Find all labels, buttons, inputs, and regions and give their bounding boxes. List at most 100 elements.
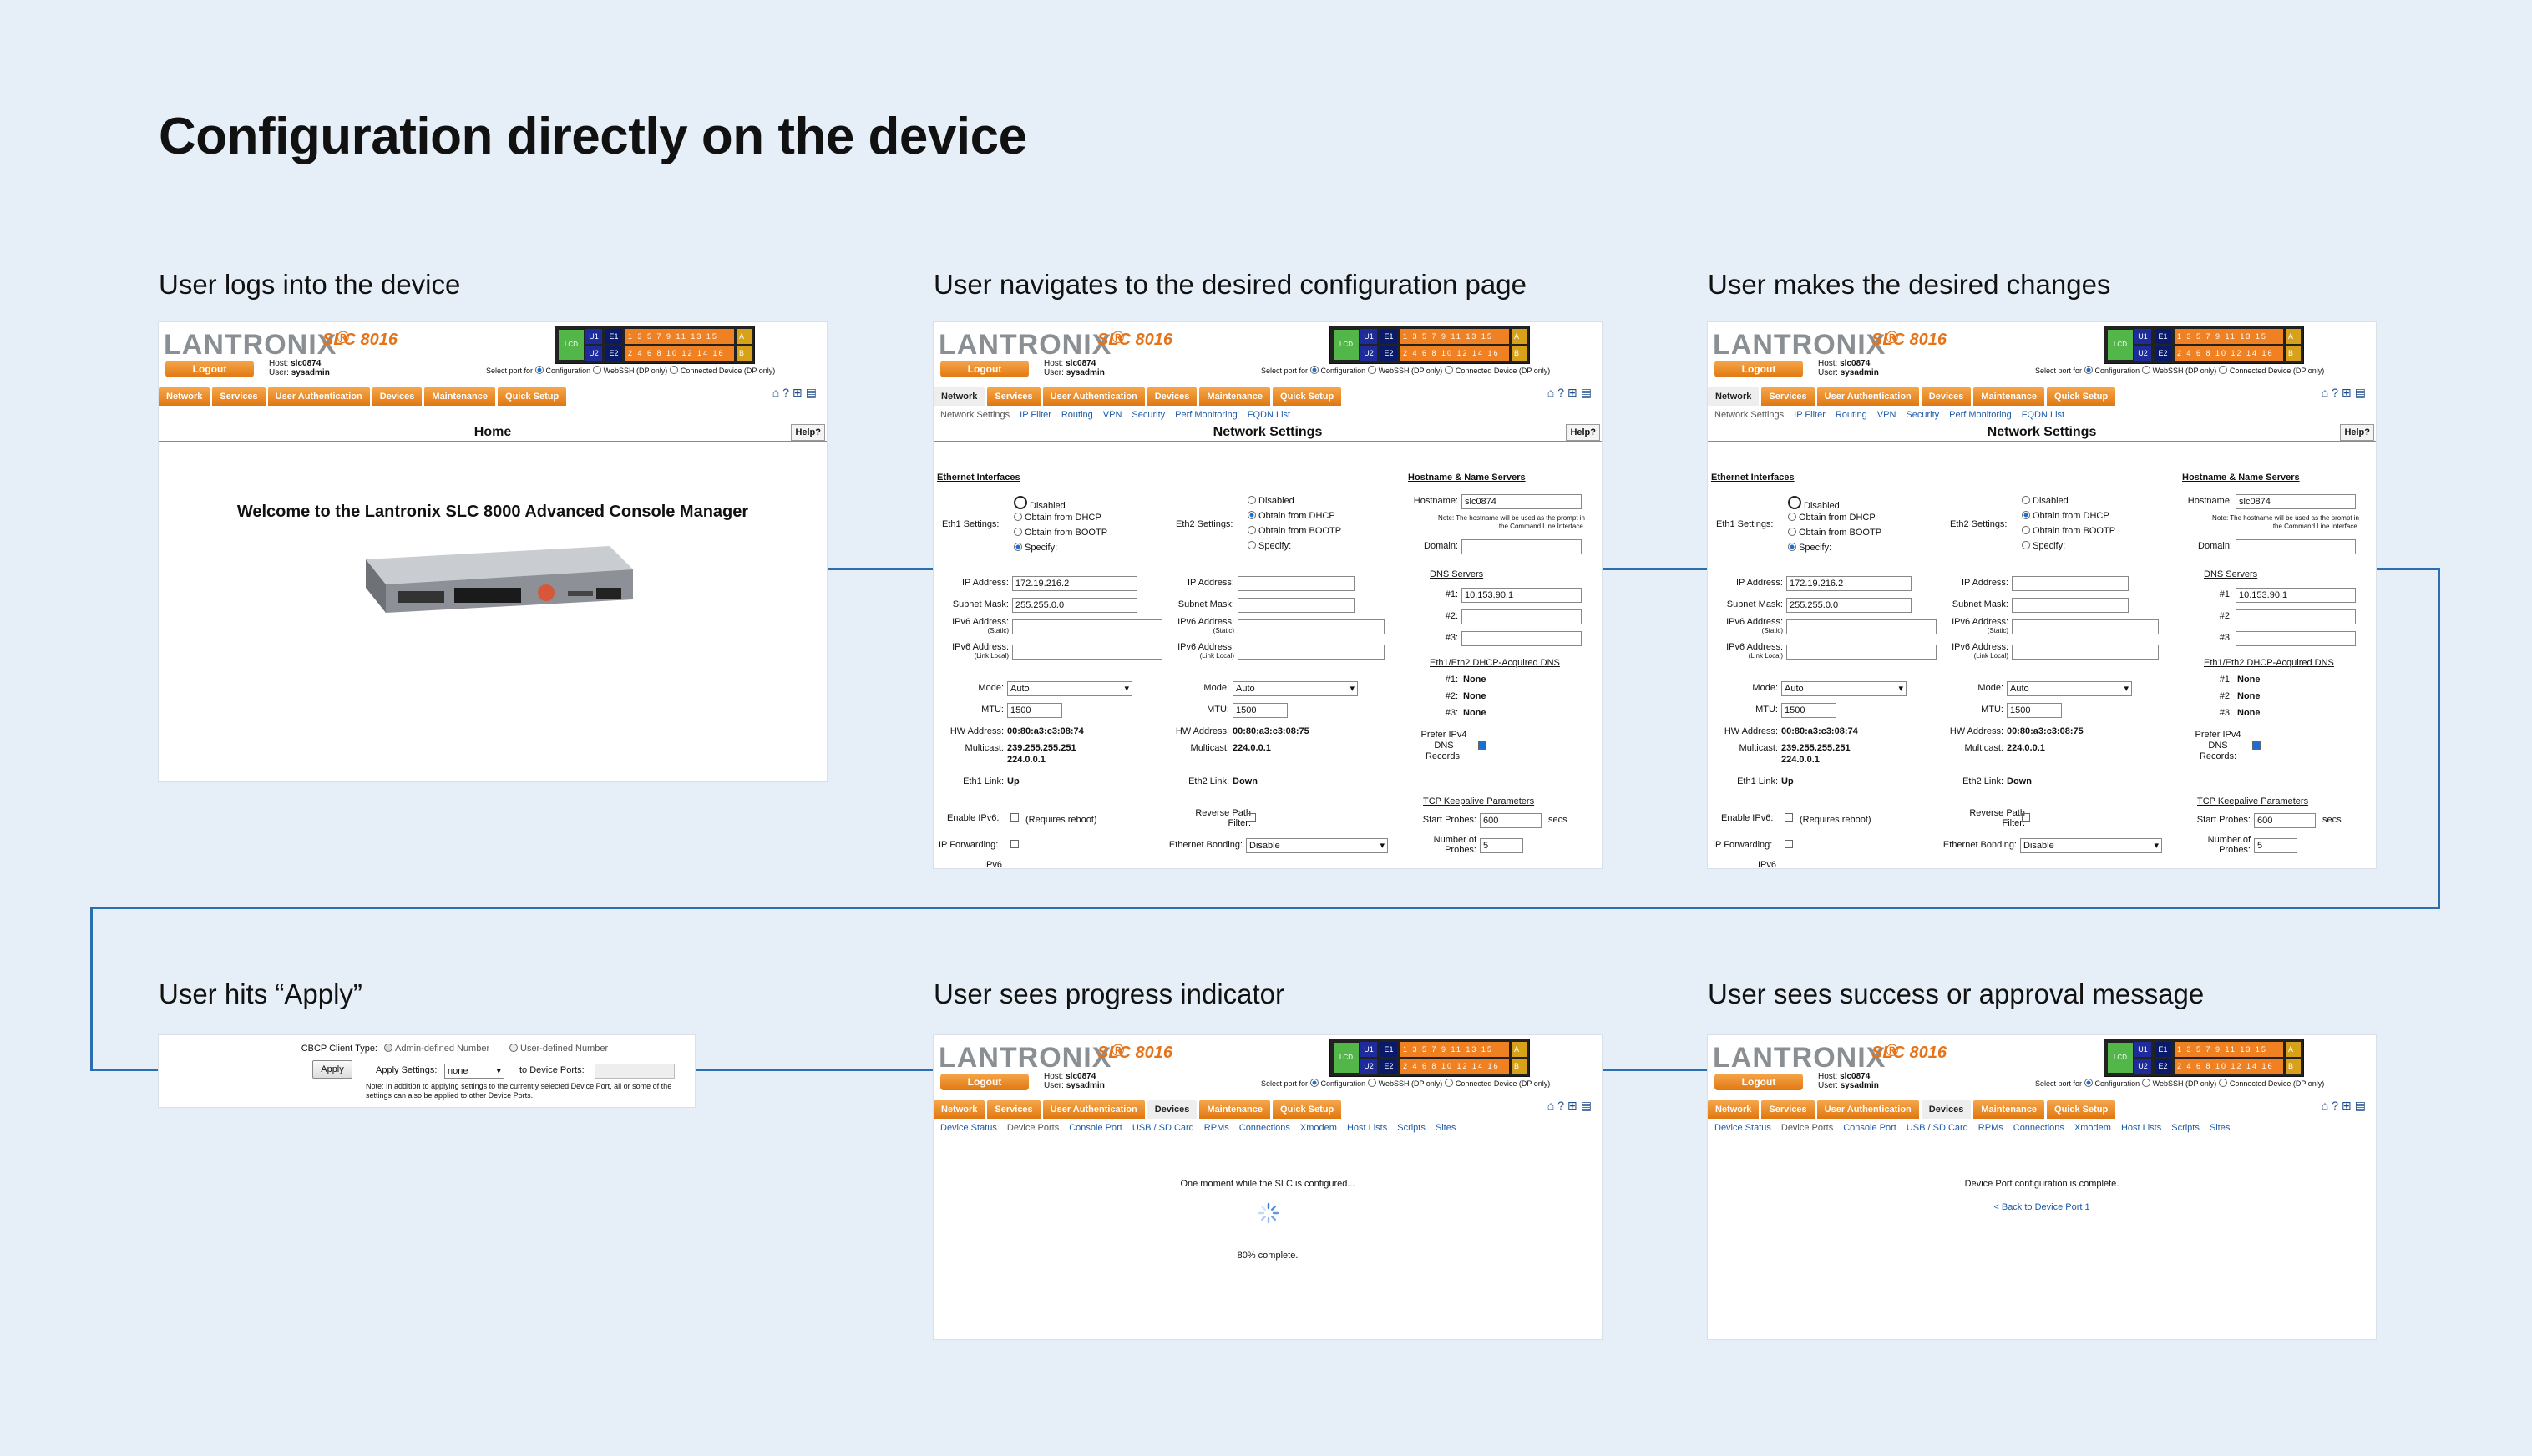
subnav-vpn[interactable]: VPN bbox=[1876, 410, 1896, 420]
eth-port-e1[interactable]: E1 bbox=[2155, 1042, 2171, 1057]
help-button[interactable]: Help? bbox=[1566, 424, 1600, 441]
eth2-mask-input[interactable] bbox=[1238, 598, 1355, 613]
eth2-ipv6-static-input[interactable] bbox=[1238, 619, 1385, 634]
eth1-mtu-input[interactable]: 1500 bbox=[1781, 703, 1836, 718]
eth2-opt-bootp[interactable]: Obtain from BOOTP bbox=[1248, 526, 1341, 536]
tab-devices[interactable]: Devices bbox=[1921, 1100, 1972, 1119]
device-ports-odd[interactable]: 1 3 5 7 9 11 13 15 bbox=[2175, 1042, 2283, 1057]
eth2-ip-input[interactable] bbox=[2012, 576, 2129, 591]
tab-user-authentication[interactable]: User Authentication bbox=[1816, 387, 1919, 406]
logout-button[interactable]: Logout bbox=[940, 1074, 1029, 1090]
tab-network[interactable]: Network bbox=[934, 1100, 985, 1119]
tab-maintenance[interactable]: Maintenance bbox=[1973, 1100, 2045, 1119]
eth2-ipv6-link-input[interactable] bbox=[2012, 645, 2159, 660]
tab-devices[interactable]: Devices bbox=[1147, 387, 1198, 406]
eth2-opt-disabled[interactable]: Disabled bbox=[2022, 496, 2069, 506]
eth2-opt-dhcp[interactable]: Obtain from DHCP bbox=[1248, 511, 1335, 521]
usb-port-u1[interactable]: U1 bbox=[1360, 1042, 1377, 1057]
device-ports-even[interactable]: 2 4 6 8 10 12 14 16 bbox=[2175, 346, 2283, 361]
tab-devices[interactable]: Devices bbox=[1921, 387, 1972, 406]
device-ports-even[interactable]: 2 4 6 8 10 12 14 16 bbox=[1400, 1059, 1509, 1074]
eth-bonding-select[interactable]: Disable▾ bbox=[1246, 838, 1388, 853]
subnav-xmodem[interactable]: Xmodem bbox=[2074, 1123, 2111, 1133]
eth-port-e2[interactable]: E2 bbox=[1380, 346, 1397, 361]
radio-webssh[interactable] bbox=[2141, 1079, 2150, 1087]
tab-maintenance[interactable]: Maintenance bbox=[1199, 387, 1271, 406]
subnav-xmodem[interactable]: Xmodem bbox=[1299, 1123, 1337, 1133]
eth1-opt-disabled[interactable]: Disabled bbox=[1014, 496, 1066, 511]
eth2-opt-bootp[interactable]: Obtain from BOOTP bbox=[2022, 526, 2115, 536]
toolbar-icons[interactable]: ⌂?⊞▤ bbox=[2322, 1099, 2369, 1113]
tab-services[interactable]: Services bbox=[987, 387, 1041, 406]
subnav-ip-filter[interactable]: IP Filter bbox=[1020, 410, 1051, 420]
radio-webssh[interactable] bbox=[1367, 366, 1376, 374]
back-to-device-port-link[interactable]: < Back to Device Port 1 bbox=[1993, 1202, 2090, 1212]
prefer-ipv4-checkbox[interactable] bbox=[2252, 741, 2261, 750]
subnav-device-status[interactable]: Device Status bbox=[1714, 1123, 1771, 1133]
start-probes-input[interactable]: 600 bbox=[1480, 813, 1542, 828]
help-button[interactable]: Help? bbox=[2340, 424, 2374, 441]
tab-devices[interactable]: Devices bbox=[372, 387, 423, 406]
usb-port-u2[interactable]: U2 bbox=[2134, 1059, 2151, 1074]
eth1-ipv6-static-input[interactable] bbox=[1786, 619, 1937, 634]
subnav-scripts[interactable]: Scripts bbox=[1397, 1123, 1426, 1133]
eth1-mode-select[interactable]: Auto▾ bbox=[1781, 681, 1907, 696]
device-ports-odd[interactable]: 1 3 5 7 9 11 13 15 bbox=[1400, 1042, 1509, 1057]
tab-maintenance[interactable]: Maintenance bbox=[1973, 387, 2045, 406]
home-icon[interactable]: ⌂ bbox=[2321, 386, 2332, 399]
sitemap-icon[interactable]: ⊞ bbox=[2342, 1099, 2355, 1112]
subnav-host-lists[interactable]: Host Lists bbox=[2120, 1123, 2162, 1133]
subnav-sites[interactable]: Sites bbox=[1435, 1123, 1456, 1133]
radio-connected[interactable] bbox=[2218, 366, 2227, 374]
help-icon[interactable]: ? bbox=[2332, 386, 2342, 399]
sitemap-icon[interactable]: ⊞ bbox=[1567, 1099, 1581, 1112]
usb-port-u1[interactable]: U1 bbox=[2134, 1042, 2151, 1057]
radio-configuration[interactable] bbox=[2084, 366, 2093, 374]
eth1-opt-bootp[interactable]: Obtain from BOOTP bbox=[1788, 528, 1881, 538]
eth1-ipv6-link-input[interactable] bbox=[1012, 645, 1162, 660]
tab-network[interactable]: Network bbox=[159, 387, 210, 406]
tab-quick-setup[interactable]: Quick Setup bbox=[1273, 387, 1342, 406]
eth1-ipv6-static-input[interactable] bbox=[1012, 619, 1162, 634]
eth2-opt-disabled[interactable]: Disabled bbox=[1248, 496, 1294, 506]
tab-network[interactable]: Network bbox=[1708, 387, 1760, 406]
tab-services[interactable]: Services bbox=[1761, 1100, 1815, 1119]
port-a[interactable]: A bbox=[2286, 329, 2301, 344]
eth-port-e2[interactable]: E2 bbox=[1380, 1059, 1397, 1074]
radio-webssh[interactable] bbox=[1367, 1079, 1376, 1087]
eth2-mask-input[interactable] bbox=[2012, 598, 2129, 613]
tab-services[interactable]: Services bbox=[212, 387, 266, 406]
cbcp-admin-option[interactable]: Admin-defined Number bbox=[384, 1044, 489, 1054]
device-ports-even[interactable]: 2 4 6 8 10 12 14 16 bbox=[625, 346, 734, 361]
eth2-ipv6-link-input[interactable] bbox=[1238, 645, 1385, 660]
eth1-mask-input[interactable]: 255.255.0.0 bbox=[1786, 598, 1912, 613]
usb-port-u2[interactable]: U2 bbox=[585, 346, 602, 361]
subnav-network-settings[interactable]: Network Settings bbox=[1714, 410, 1785, 420]
subnav-usb-sd-card[interactable]: USB / SD Card bbox=[1132, 1123, 1194, 1133]
subnav-perf-monitoring[interactable]: Perf Monitoring bbox=[1175, 410, 1238, 420]
port-a[interactable]: A bbox=[2286, 1042, 2301, 1057]
device-ports-input[interactable] bbox=[595, 1064, 675, 1079]
num-probes-input[interactable]: 5 bbox=[2254, 838, 2297, 853]
toolbar-icons[interactable]: ⌂?⊞▤ bbox=[2322, 386, 2369, 400]
toolbar-icons[interactable]: ⌂?⊞▤ bbox=[772, 386, 820, 400]
eth1-ip-input[interactable]: 172.19.216.2 bbox=[1012, 576, 1137, 591]
subnav-security[interactable]: Security bbox=[1132, 410, 1166, 420]
subnav-host-lists[interactable]: Host Lists bbox=[1346, 1123, 1388, 1133]
eth2-opt-dhcp[interactable]: Obtain from DHCP bbox=[2022, 511, 2109, 521]
num-probes-input[interactable]: 5 bbox=[1480, 838, 1523, 853]
tab-quick-setup[interactable]: Quick Setup bbox=[2047, 1100, 2116, 1119]
eth-port-e1[interactable]: E1 bbox=[2155, 329, 2171, 344]
port-a[interactable]: A bbox=[1512, 1042, 1527, 1057]
eth2-mtu-input[interactable]: 1500 bbox=[2007, 703, 2062, 718]
port-a[interactable]: A bbox=[1512, 329, 1527, 344]
tab-services[interactable]: Services bbox=[987, 1100, 1041, 1119]
device-ports-odd[interactable]: 1 3 5 7 9 11 13 15 bbox=[625, 329, 734, 344]
eth2-mode-select[interactable]: Auto▾ bbox=[1233, 681, 1358, 696]
tab-quick-setup[interactable]: Quick Setup bbox=[498, 387, 567, 406]
eth1-ip-input[interactable]: 172.19.216.2 bbox=[1786, 576, 1912, 591]
logout-button[interactable]: Logout bbox=[1714, 361, 1803, 377]
usb-port-u2[interactable]: U2 bbox=[2134, 346, 2151, 361]
eth1-ipv6-link-input[interactable] bbox=[1786, 645, 1937, 660]
subnav-ip-filter[interactable]: IP Filter bbox=[1794, 410, 1826, 420]
